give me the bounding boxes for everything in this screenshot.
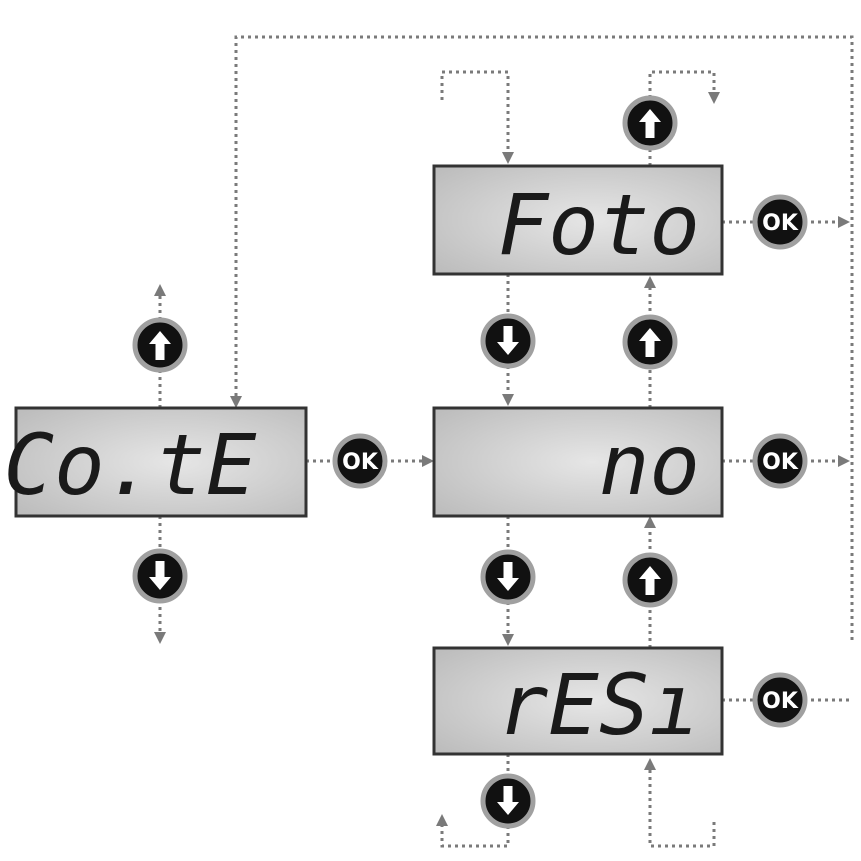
ok-button-no[interactable]: OK: [752, 433, 808, 489]
display-resi: rESı: [432, 646, 724, 756]
down-arrow-button-icon[interactable]: [132, 548, 188, 604]
ok-button-resi-label: OK: [762, 689, 799, 714]
up-arrow-button-icon[interactable]: [132, 317, 188, 373]
down-arrow-button-icon[interactable]: [480, 313, 536, 369]
display-cote-text: Co.tE: [4, 416, 257, 514]
connectors: [154, 35, 854, 848]
display-no-text: no: [599, 416, 700, 514]
down-arrow-button-icon[interactable]: [480, 773, 536, 829]
ok-button-foto[interactable]: OK: [752, 194, 808, 250]
up-arrow-button-icon[interactable]: [622, 552, 678, 608]
display-cote: Co.tE: [4, 406, 308, 518]
display-foto-text: Foto: [498, 176, 700, 274]
up-arrow-button-icon[interactable]: [622, 95, 678, 151]
ok-button-cote-label: OK: [342, 450, 379, 475]
ok-button-cote[interactable]: OK: [332, 433, 388, 489]
display-no: no: [432, 406, 724, 518]
down-arrow-button-icon[interactable]: [480, 549, 536, 605]
display-foto: Foto: [432, 164, 724, 276]
ok-button-foto-label: OK: [762, 211, 799, 236]
ok-button-no-label: OK: [762, 450, 799, 475]
ok-button-resi[interactable]: OK: [752, 672, 808, 728]
display-resi-text: rESı: [498, 656, 700, 754]
up-arrow-button-icon[interactable]: [622, 314, 678, 370]
